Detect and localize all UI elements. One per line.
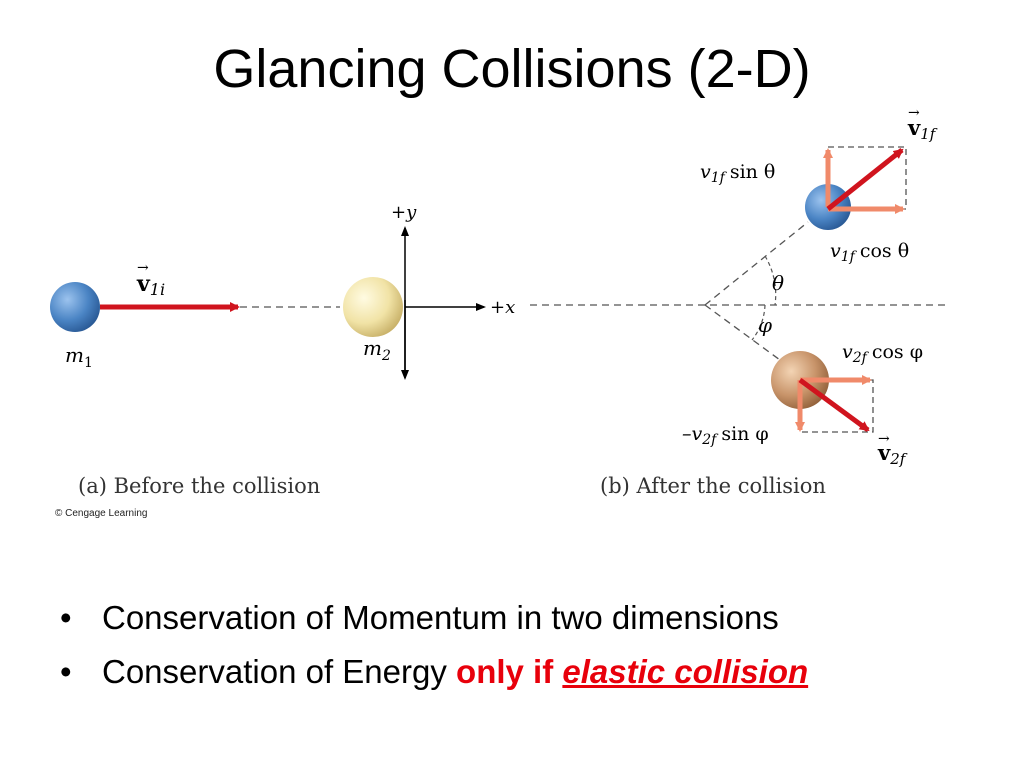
panel-a: v1i → m1 m2 +y +x — [50, 202, 515, 380]
collision-diagram: v1i → m1 m2 +y +x v1f → — [50, 105, 945, 519]
phi-label: φ — [758, 313, 772, 337]
bullet-list: • Conservation of Momentum in two dimens… — [60, 598, 1010, 706]
bullet-momentum-text: Conservation of Momentum in two dimensio… — [102, 599, 779, 636]
bullet-energy: • Conservation of Energy only if elastic… — [60, 652, 1010, 706]
m1-label: m1 — [65, 343, 93, 371]
bullet-momentum: • Conservation of Momentum in two dimens… — [60, 598, 1010, 652]
theta-label: θ — [772, 271, 784, 295]
v2f-label: v2f — [877, 440, 908, 468]
path-ball1-dashed — [704, 221, 809, 306]
slide-title: Glancing Collisions (2-D) — [213, 39, 811, 99]
panel-a-caption: (a) Before the collision — [78, 474, 320, 498]
plus-x-label: +x — [490, 297, 515, 318]
v1i-label: v1i — [136, 271, 165, 299]
panel-b-caption: (b) After the collision — [600, 474, 826, 498]
v1f-label: v1f — [907, 115, 938, 143]
ball-m2 — [343, 277, 403, 337]
plus-y-label: +y — [391, 202, 417, 223]
phi-arc-dashed — [751, 304, 766, 341]
vector-arrow-icon: → — [137, 260, 149, 276]
m2-label: m2 — [363, 336, 391, 364]
bullet-energy-elastic: elastic collision — [562, 653, 809, 690]
bullet-energy-condition: only if — [456, 653, 563, 690]
v1f-arrow — [826, 148, 904, 211]
bullet-dot-icon: • — [60, 599, 72, 636]
bullet-energy-text: Conservation of Energy — [102, 653, 457, 690]
v2f-arrow — [798, 377, 870, 433]
bullet-dot-icon: • — [60, 653, 72, 690]
ball-m1 — [50, 282, 100, 332]
vector-arrow-icon: → — [878, 431, 890, 447]
path-ball2-dashed — [704, 304, 781, 361]
copyright-text: © Cengage Learning — [55, 508, 147, 519]
vector-arrow-icon: → — [908, 105, 920, 121]
